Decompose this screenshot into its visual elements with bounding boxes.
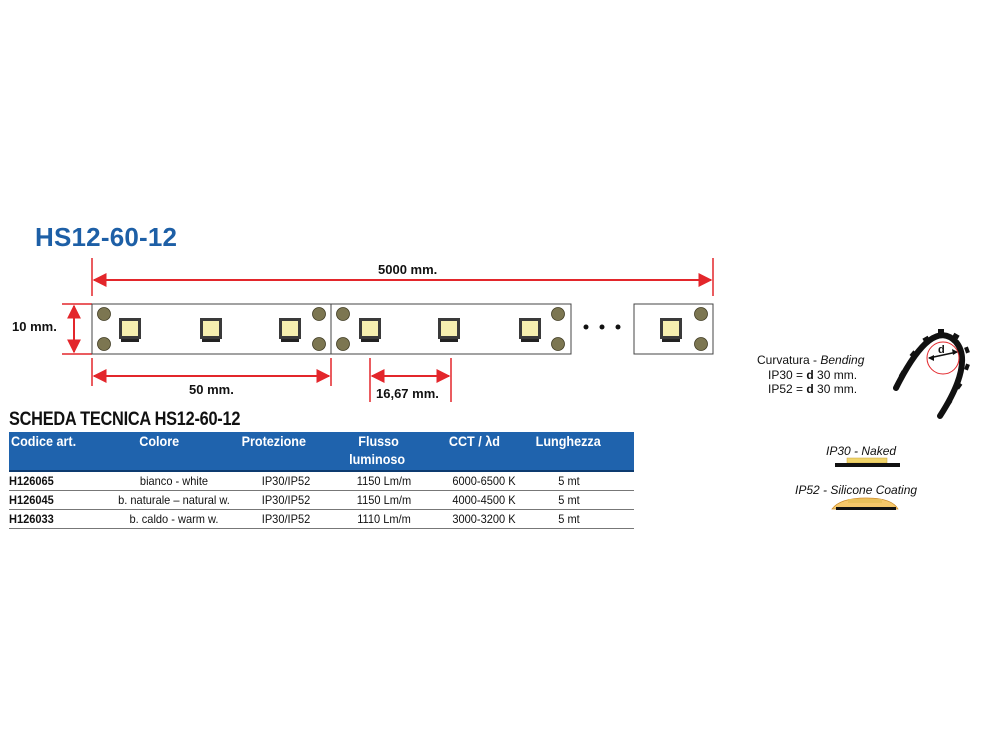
- solder-pad: [551, 337, 565, 351]
- solder-pad: [336, 307, 350, 321]
- cell-color: b. caldo - warm w.: [129, 512, 219, 526]
- led-chip: [200, 318, 222, 342]
- bending-label: Curvatura - Bending: [757, 353, 865, 367]
- bending-d-label: d: [938, 344, 945, 356]
- table-header: Codice art. Colore Protezione Flusso lum…: [9, 432, 634, 472]
- cell-code: H126045: [9, 493, 54, 507]
- width-label: 10 mm.: [12, 319, 57, 334]
- led-chip: [279, 318, 301, 342]
- cell-length: 5 mt: [558, 512, 580, 526]
- table-row: H126033 b. caldo - warm w. IP30/IP52 1110 L…: [9, 510, 634, 529]
- solder-pad: [312, 307, 326, 321]
- header-protection: Protezione: [241, 433, 306, 449]
- header-length: Lunghezza: [535, 433, 601, 449]
- header-cct: CCT / λd: [448, 433, 500, 449]
- led-chip: [519, 318, 541, 342]
- solder-pad: [97, 337, 111, 351]
- cell-protection: IP30/IP52: [261, 493, 311, 507]
- specs-table: Codice art. Colore Protezione Flusso lum…: [9, 432, 634, 529]
- cell-flux: 1110 Lm/m: [357, 512, 411, 526]
- table-row: H126065 bianco - white IP30/IP52 1150 Lm/m 6…: [9, 472, 634, 491]
- cell-cct: 3000-3200 K: [452, 512, 516, 526]
- bending-illustration: [893, 329, 970, 419]
- segment-dimension: [91, 358, 332, 386]
- sheet-heading: SCHEDA TECNICA HS12-60-12: [9, 409, 241, 430]
- cell-cct: 4000-4500 K: [452, 493, 516, 507]
- cell-flux: 1150 Lm/m: [356, 493, 412, 507]
- pitch-dimension: [369, 358, 452, 402]
- led-chips: [119, 318, 682, 342]
- solder-pad: [97, 307, 111, 321]
- ip30-label: IP30 - Naked: [826, 444, 897, 458]
- solder-pad: [694, 337, 708, 351]
- cell-protection: IP30/IP52: [261, 512, 311, 526]
- cell-length: 5 mt: [558, 474, 580, 488]
- cell-code: H126065: [9, 474, 54, 488]
- segment-length-label: 50 mm.: [189, 382, 234, 397]
- led-chip: [438, 318, 460, 342]
- led-chip: [660, 318, 682, 342]
- cell-code: H126033: [9, 512, 54, 526]
- solder-pads: [97, 307, 708, 351]
- cell-cct: 6000-6500 K: [452, 474, 516, 488]
- solder-pad: [694, 307, 708, 321]
- bending-ip52: IP52 = d 30 mm.: [768, 382, 858, 396]
- led-chip: [119, 318, 141, 342]
- solder-pad: [336, 337, 350, 351]
- cell-flux: 1150 Lm/m: [356, 474, 412, 488]
- cell-color: b. naturale – natural w.: [118, 493, 230, 507]
- solder-pad: [312, 337, 326, 351]
- total-length-dimension: [91, 258, 714, 296]
- led-chip: [359, 318, 381, 342]
- table-row: H126045 b. naturale – natural w. IP30/IP52…: [9, 491, 634, 510]
- product-title: HS12-60-12: [35, 222, 178, 252]
- cell-length: 5 mt: [558, 493, 580, 507]
- width-dimension: [62, 303, 92, 355]
- ip52-label: IP52 - Silicone Coating: [795, 483, 918, 497]
- solder-pad: [551, 307, 565, 321]
- header-code: Codice art.: [11, 433, 77, 449]
- header-flux: Flusso: [358, 433, 399, 449]
- header-flux-line2: luminoso: [349, 451, 406, 467]
- bending-ip30: IP30 = d 30 mm.: [768, 368, 858, 382]
- cell-color: bianco - white: [139, 474, 209, 488]
- ip30-naked-strip: [835, 457, 900, 467]
- continuation-dots: [583, 324, 621, 330]
- total-length-label: 5000 mm.: [378, 262, 438, 277]
- pitch-label: 16,67 mm.: [376, 386, 439, 401]
- header-color: Colore: [139, 433, 180, 449]
- cell-protection: IP30/IP52: [261, 474, 311, 488]
- ip52-silicone-strip: [831, 497, 899, 510]
